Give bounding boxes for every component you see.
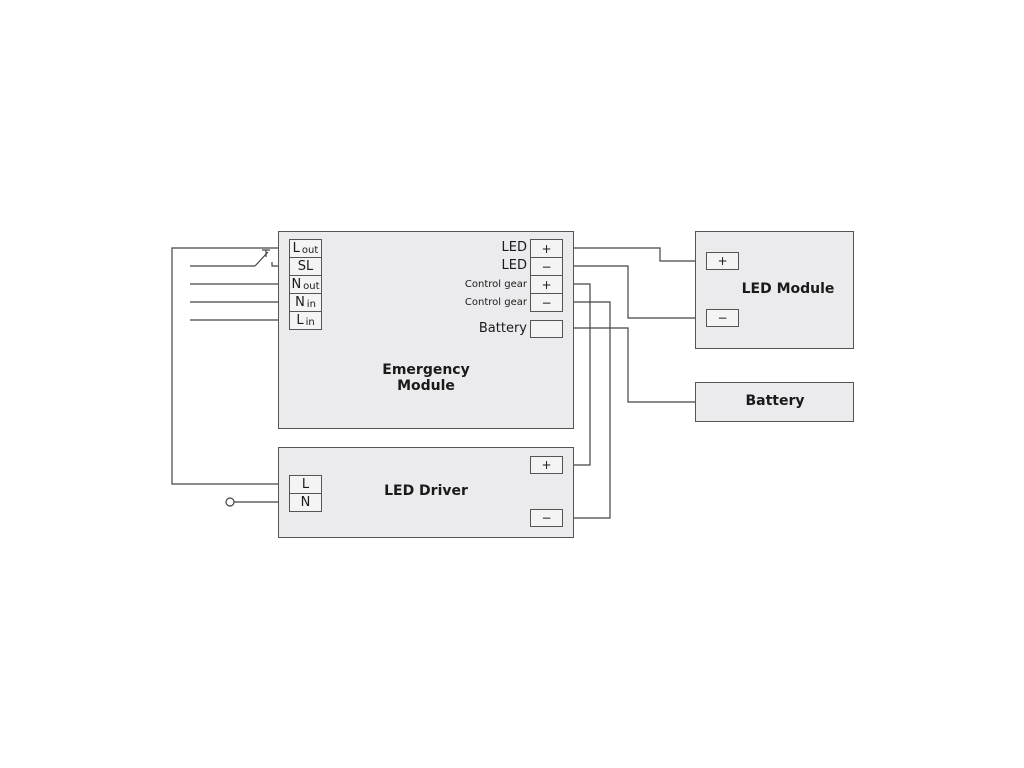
emergency-module-title-line1: Emergency bbox=[382, 362, 470, 378]
driver-terminal-l: L bbox=[289, 475, 322, 494]
driver-terminal-n: N bbox=[289, 493, 322, 512]
led-module-box bbox=[695, 231, 854, 349]
emergency-module-title: Emergency Module bbox=[366, 362, 486, 394]
wire-cg-minus bbox=[563, 301, 611, 519]
terminal-led-minus: − bbox=[530, 257, 563, 276]
led-module-minus-terminal: − bbox=[706, 309, 739, 327]
led-module-plus-terminal: + bbox=[706, 252, 739, 270]
led-module-title: LED Module bbox=[741, 281, 835, 297]
led-driver-box bbox=[278, 447, 574, 538]
wire-lout-to-driver-l bbox=[171, 247, 290, 485]
battery-title: Battery bbox=[745, 393, 805, 409]
emergency-module-title-line2: Module bbox=[397, 378, 455, 394]
terminal-led-plus: + bbox=[530, 239, 563, 258]
wire-cg-plus bbox=[563, 283, 591, 466]
led-driver-title: LED Driver bbox=[384, 483, 468, 499]
terminal-l-in-main: L bbox=[296, 313, 304, 328]
driver-plus-terminal: + bbox=[530, 456, 563, 474]
terminal-l-out-sub: out bbox=[301, 244, 319, 256]
terminal-n-out-sub: out bbox=[303, 280, 320, 292]
output-label-led-minus: LED bbox=[501, 258, 527, 273]
terminal-n-in-sub: in bbox=[306, 298, 316, 310]
terminal-sl: SL bbox=[289, 257, 322, 276]
driver-minus-terminal: − bbox=[530, 509, 563, 527]
terminal-sl-main: SL bbox=[297, 259, 314, 274]
terminal-l-out-main: L bbox=[292, 241, 300, 256]
output-label-cg-minus: Control gear bbox=[464, 297, 527, 308]
emergency-module-box bbox=[278, 231, 574, 429]
terminal-cg-minus: − bbox=[530, 293, 563, 312]
output-label-led-plus: LED bbox=[501, 240, 527, 255]
terminal-battery bbox=[530, 320, 563, 338]
terminal-n-out-main: N bbox=[291, 277, 302, 292]
terminal-cg-plus: + bbox=[530, 275, 563, 294]
wire-battery bbox=[563, 327, 696, 403]
terminal-l-in-sub: in bbox=[305, 316, 315, 328]
open-terminal-icon bbox=[225, 497, 235, 507]
wire-led-plus bbox=[563, 247, 707, 262]
battery-box bbox=[695, 382, 854, 422]
output-label-battery: Battery bbox=[478, 321, 527, 336]
output-label-cg-plus: Control gear bbox=[464, 279, 527, 290]
terminal-n-in-main: N bbox=[295, 295, 305, 310]
wire-led-minus bbox=[563, 265, 707, 319]
